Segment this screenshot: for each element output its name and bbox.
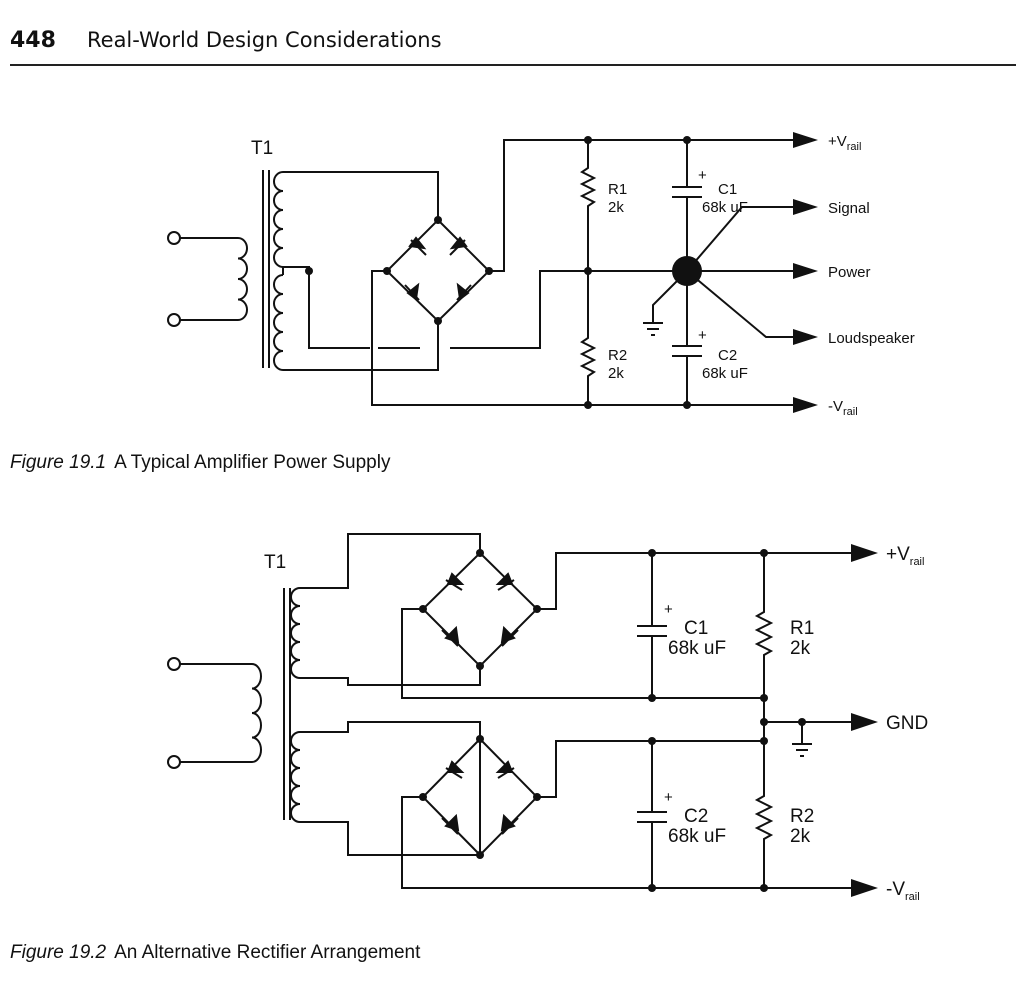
c2-value: 68k uF xyxy=(702,365,748,382)
r2-name: R2 xyxy=(790,806,814,827)
fig1-rail-pos-label: +Vrail xyxy=(828,133,861,153)
primary-winding xyxy=(237,237,248,321)
output-loudspeaker-label: Loudspeaker xyxy=(828,330,915,347)
r2-name: R2 xyxy=(608,347,627,364)
c2-polarity: + xyxy=(664,789,673,806)
header-rule xyxy=(10,64,1016,66)
figure-19-1-caption: Figure 19.1 A Typical Amplifier Power Sup… xyxy=(10,452,390,474)
page-number: 448 xyxy=(10,28,56,53)
page-header: 448 Real-World Design Considerations xyxy=(10,22,1016,66)
c1-value: 68k uF xyxy=(668,638,726,659)
r1-name: R1 xyxy=(608,181,627,198)
transformer-label: T1 xyxy=(251,138,273,159)
transformer-core xyxy=(262,170,270,368)
r1-value: 2k xyxy=(790,638,811,659)
c1-polarity: + xyxy=(664,601,673,618)
c1-name: C1 xyxy=(718,181,737,198)
fig2-rail-neg-label: -Vrail xyxy=(886,879,920,903)
input-terminal-bottom xyxy=(167,313,181,327)
secondary-winding-lower xyxy=(273,274,284,371)
input-terminal-top xyxy=(167,231,181,245)
figure-19-1-schematic: T1 R1 2k R2 2k + C1 68k uF + C2 68k uF +… xyxy=(167,132,915,418)
c2-value: 68k uF xyxy=(668,826,726,847)
secondary-winding-upper xyxy=(273,171,284,268)
fig2-rail-pos-label: +Vrail xyxy=(886,544,924,568)
figure-19-2-caption: Figure 19.2 An Alternative Rectifier Arra… xyxy=(10,942,420,964)
caption-text: An Alternative Rectifier Arrangement xyxy=(114,942,421,963)
r2-value: 2k xyxy=(608,365,624,382)
output-signal-label: Signal xyxy=(828,200,870,217)
c1-value: 68k uF xyxy=(702,199,748,216)
r1-value: 2k xyxy=(608,199,624,216)
figure-19-2-schematic: T1 + C1 68k uF + C2 68k uF R1 2k R2 2k +… xyxy=(167,533,928,903)
star-ground-node xyxy=(672,256,702,286)
r1-name: R1 xyxy=(790,618,814,639)
c2-name: C2 xyxy=(684,806,708,827)
c1-name: C1 xyxy=(684,618,708,639)
c2-name: C2 xyxy=(718,347,737,364)
c2-polarity: + xyxy=(698,327,707,344)
r2-value: 2k xyxy=(790,826,811,847)
caption-text: A Typical Amplifier Power Supply xyxy=(114,452,391,473)
ground-symbol xyxy=(643,322,663,336)
caption-number: Figure 19.1 xyxy=(10,452,107,473)
gnd-label: GND xyxy=(886,713,928,734)
primary-winding xyxy=(251,663,262,763)
caption-number: Figure 19.2 xyxy=(10,942,107,963)
bridge-outline xyxy=(385,218,491,323)
c1-polarity: + xyxy=(698,167,707,184)
running-title: Real-World Design Considerations xyxy=(87,28,442,52)
output-power-label: Power xyxy=(828,264,871,281)
fig1-rail-neg-label: -Vrail xyxy=(828,398,858,418)
transformer-label: T1 xyxy=(264,552,286,573)
